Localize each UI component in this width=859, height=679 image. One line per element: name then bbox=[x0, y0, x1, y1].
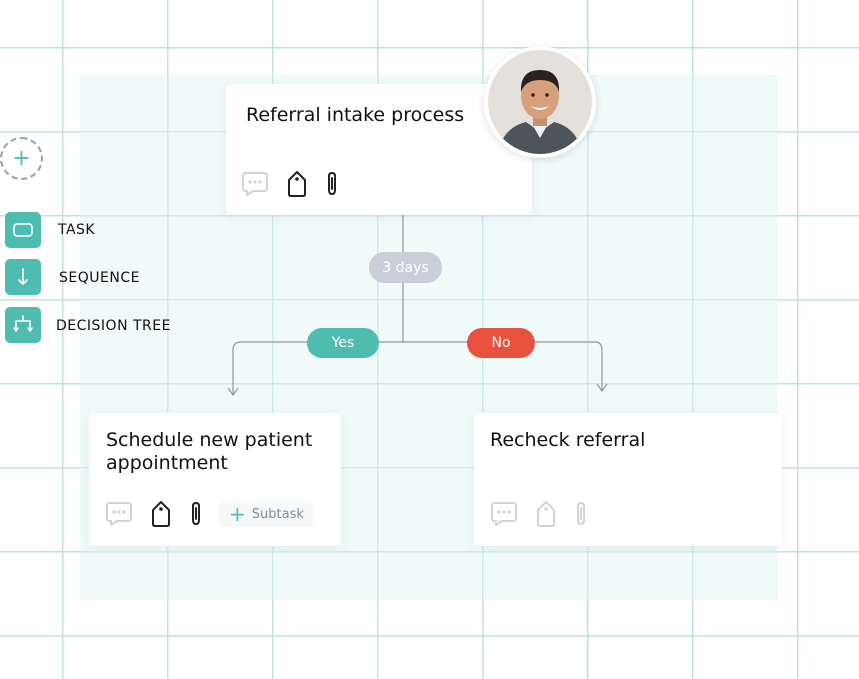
tag-icon[interactable] bbox=[287, 170, 307, 198]
task-card-recheck-referral[interactable]: Recheck referral bbox=[474, 413, 782, 546]
yes-branch-label[interactable]: Yes bbox=[307, 328, 379, 358]
comment-icon[interactable] bbox=[241, 171, 269, 197]
paperclip-icon[interactable] bbox=[187, 500, 205, 528]
tag-icon[interactable] bbox=[536, 500, 556, 528]
card-actions bbox=[241, 170, 341, 198]
card-title: Referral intake process bbox=[246, 104, 465, 126]
task-card-referral-intake[interactable]: Referral intake process bbox=[226, 84, 532, 215]
tool-label-sequence[interactable]: SEQUENCE bbox=[59, 270, 140, 286]
arrow-down-icon bbox=[18, 268, 28, 285]
delay-label[interactable]: 3 days bbox=[369, 252, 442, 283]
plus-icon: + bbox=[12, 146, 31, 171]
task-tool-button[interactable] bbox=[5, 212, 41, 248]
no-branch-label[interactable]: No bbox=[467, 328, 535, 358]
task-card-schedule-appointment[interactable]: Schedule new patient appointment + Subta… bbox=[89, 413, 341, 546]
add-subtask-button[interactable]: + Subtask bbox=[219, 501, 314, 527]
comment-icon[interactable] bbox=[105, 501, 133, 527]
assignee-avatar[interactable] bbox=[484, 46, 596, 158]
card-actions bbox=[490, 500, 590, 528]
card-title: Schedule new patient appointment bbox=[106, 429, 313, 474]
comment-icon[interactable] bbox=[490, 501, 518, 527]
card-actions: + Subtask bbox=[105, 500, 314, 528]
paperclip-icon[interactable] bbox=[572, 500, 590, 528]
decision-tree-tool-button[interactable] bbox=[5, 307, 41, 343]
paperclip-icon[interactable] bbox=[323, 170, 341, 198]
tool-label-decision-tree[interactable]: DECISION TREE bbox=[56, 318, 171, 334]
tool-label-task[interactable]: TASK bbox=[58, 222, 96, 238]
card-title: Recheck referral bbox=[490, 429, 646, 451]
sequence-tool-button[interactable] bbox=[5, 259, 41, 295]
task-icon bbox=[13, 223, 33, 237]
add-node-button[interactable]: + bbox=[0, 137, 43, 180]
subtask-label: Subtask bbox=[251, 506, 304, 522]
avatar-photo bbox=[488, 50, 592, 154]
decision-tree-icon bbox=[13, 315, 33, 332]
tag-icon[interactable] bbox=[151, 500, 171, 528]
plus-icon: + bbox=[229, 502, 246, 526]
